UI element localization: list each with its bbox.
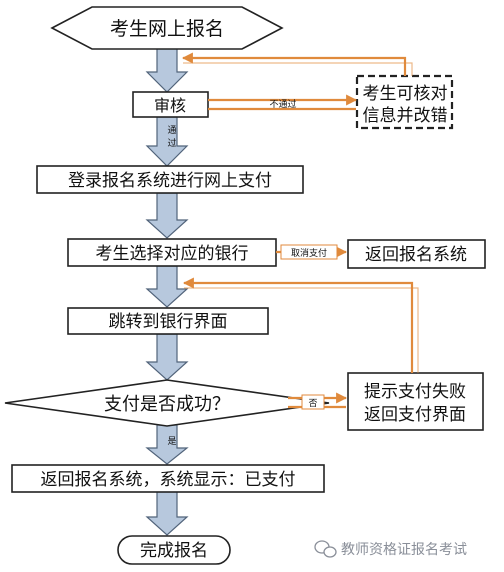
node-correct-info-line1: 考生可核对 xyxy=(363,84,448,104)
node-bank-page-label: 跳转到银行界面 xyxy=(109,312,228,332)
down-arrow-6 xyxy=(145,424,189,465)
edge-label-cancel-pay: 取消支付 xyxy=(291,247,327,259)
pay-failed-feedback-arrow xyxy=(182,277,419,373)
down-arrow-4 xyxy=(145,265,189,308)
node-review: 审核 xyxy=(132,91,209,118)
node-pay-failed-line2: 返回支付界面 xyxy=(364,405,466,425)
down-arrow-2 xyxy=(145,116,189,167)
node-pay-failed-line1: 提示支付失败 xyxy=(364,382,466,402)
node-finish: 完成报名 xyxy=(117,535,231,565)
node-pay-success-decision: 支付是否成功？ xyxy=(4,379,330,427)
node-finish-label: 完成报名 xyxy=(140,541,208,561)
node-return-system-label: 返回报名系统 xyxy=(365,245,467,265)
edge-label-passed: 通 过 xyxy=(167,125,176,149)
watermark-text: 教师资格证报名考试 xyxy=(341,542,467,558)
node-paid-display-label: 返回报名系统，系统显示：已支付 xyxy=(41,470,296,490)
node-correct-info-line2: 信息并改错 xyxy=(363,106,448,126)
node-choose-bank: 考生选择对应的银行 xyxy=(67,238,277,267)
down-arrow-7 xyxy=(145,490,189,536)
node-pay-failed: 提示支付失败 返回支付界面 xyxy=(347,372,484,431)
node-choose-bank-label: 考生选择对应的银行 xyxy=(96,244,249,264)
edge-label-no: 否 xyxy=(308,398,317,409)
review-to-correct-arrow xyxy=(208,94,358,111)
edge-label-not-passed: 不通过 xyxy=(269,98,296,110)
decision-no-arrow xyxy=(288,392,348,410)
node-return-system: 返回报名系统 xyxy=(347,239,486,269)
node-start: 考生网上报名 xyxy=(50,6,284,50)
node-bank-page: 跳转到银行界面 xyxy=(67,307,269,335)
wechat-icon xyxy=(314,540,337,558)
node-correct-info: 考生可核对 信息并改错 xyxy=(355,74,454,130)
node-login-pay: 登录报名系统进行网上支付 xyxy=(36,165,304,194)
node-login-pay-label: 登录报名系统进行网上支付 xyxy=(68,171,272,191)
down-arrow-5 xyxy=(145,333,189,381)
node-pay-success-label: 支付是否成功？ xyxy=(104,394,230,415)
node-start-label: 考生网上报名 xyxy=(110,18,224,40)
node-paid-display: 返回报名系统，系统显示：已支付 xyxy=(11,464,325,493)
bank-cancel-arrow xyxy=(276,244,348,260)
svg-text:通: 通 xyxy=(167,125,176,136)
down-arrow-3 xyxy=(145,192,189,239)
edge-label-yes: 是 xyxy=(167,436,176,447)
svg-text:过: 过 xyxy=(167,137,176,149)
node-review-label: 审核 xyxy=(154,96,186,115)
correct-feedback-arrow xyxy=(181,52,413,76)
down-arrows xyxy=(145,41,189,536)
